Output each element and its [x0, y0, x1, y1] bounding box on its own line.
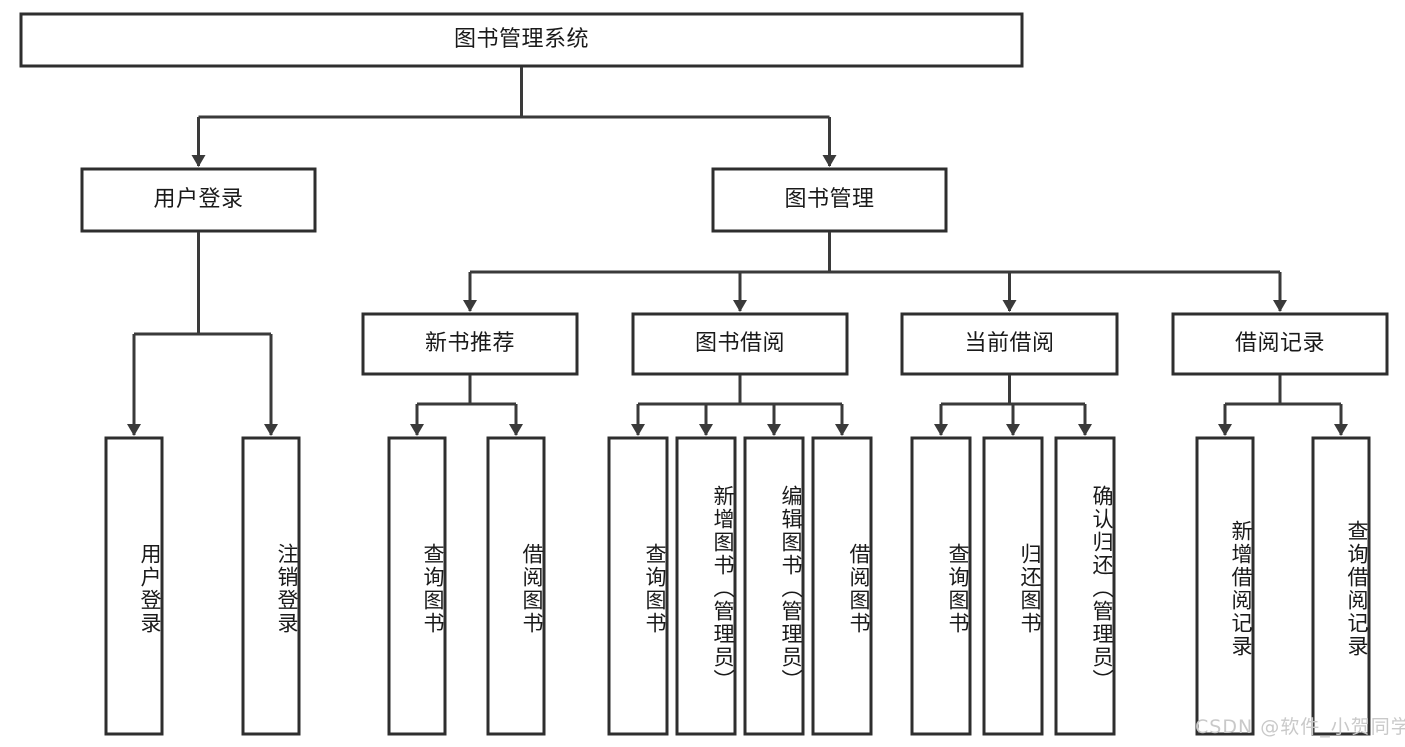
node-book-management-box [711, 167, 948, 233]
leaf-add-book-admin-box [675, 436, 737, 736]
csdn-watermark: CSDN @软件_小贺同学 [1195, 716, 1405, 738]
leaf-add-borrow-record-box [1195, 436, 1255, 736]
node-boxes [19, 12, 1389, 736]
leaf-edit-book-admin-box [743, 436, 805, 736]
leaf-return-book-box [982, 436, 1044, 736]
node-book-borrow-box [631, 312, 849, 376]
leaf-user-login-box [104, 436, 164, 736]
leaf-query-book-borrow-box [607, 436, 669, 736]
root-node-box [19, 12, 1024, 68]
leaf-query-book-recommend-box [387, 436, 447, 736]
node-user-login-box [80, 167, 317, 233]
node-current-borrow-box [900, 312, 1119, 376]
connector-lines [127, 67, 1348, 436]
leaf-confirm-return-admin-box [1054, 436, 1116, 736]
leaf-borrow-book-box [811, 436, 873, 736]
leaf-query-borrow-record-box [1311, 436, 1371, 736]
leaf-borrow-book-recommend-box [486, 436, 546, 736]
leaf-query-book-current-box [910, 436, 972, 736]
node-new-book-recommend-box [361, 312, 579, 376]
node-borrow-record-box [1171, 312, 1389, 376]
leaf-logout-login-box [241, 436, 301, 736]
